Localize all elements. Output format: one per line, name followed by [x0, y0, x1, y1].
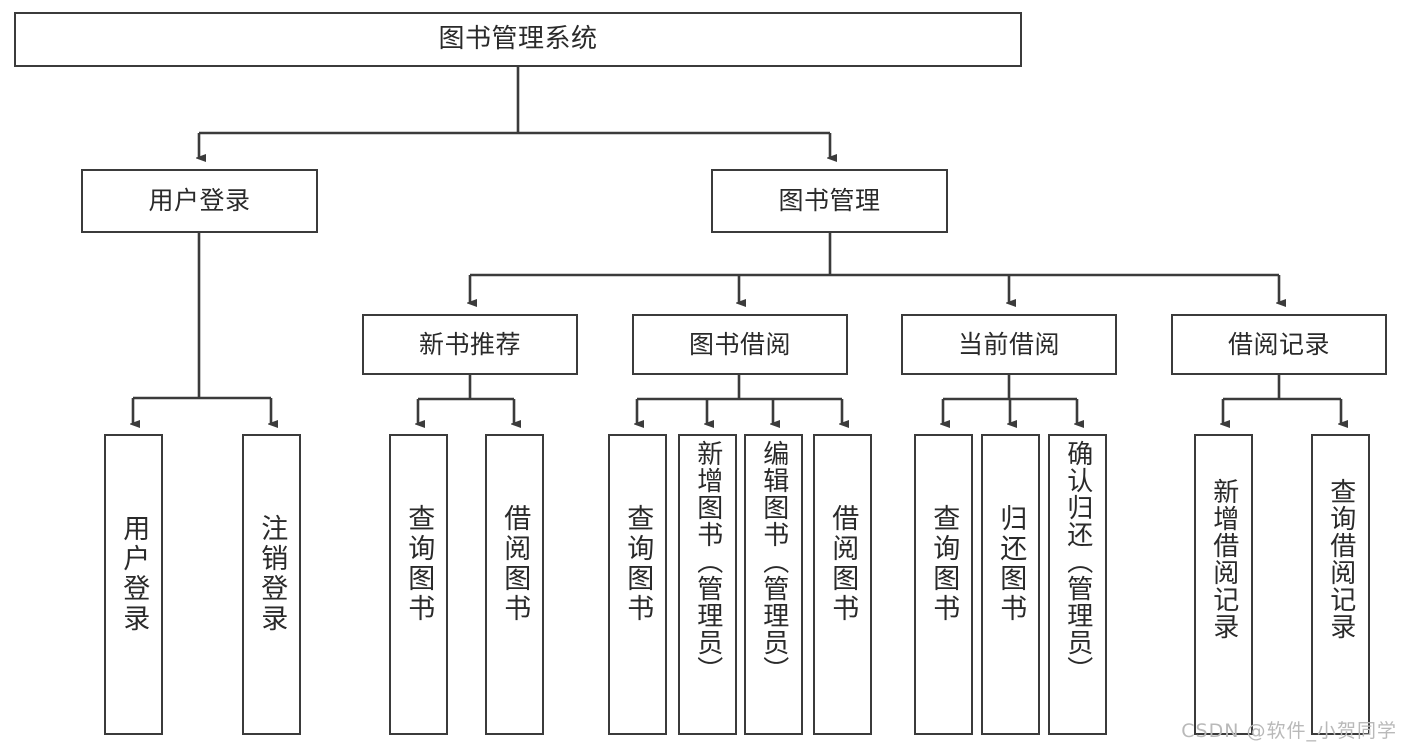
node-label: 用户登录 — [118, 514, 150, 634]
node-label: 借阅记录 — [1227, 329, 1330, 359]
node-label: 图书借阅 — [688, 329, 791, 359]
node-user-login[interactable]: 用户登录 — [81, 169, 318, 233]
node-label: 查询图书 — [622, 504, 654, 624]
node-label: 编辑图书（管理员） — [758, 440, 789, 683]
node-new-book-recommend[interactable]: 新书推荐 — [362, 314, 578, 375]
leaf-borrow-edit-book-admin[interactable]: 编辑图书（管理员） — [744, 434, 803, 735]
node-label: 查询图书 — [928, 504, 960, 624]
leaf-borrow-query-book[interactable]: 查询图书 — [608, 434, 667, 735]
node-label: 借阅图书 — [499, 504, 531, 624]
node-label: 新增图书（管理员） — [692, 440, 723, 683]
leaf-borrow-borrow-book[interactable]: 借阅图书 — [813, 434, 872, 735]
leaf-user-login-logout[interactable]: 注销登录 — [242, 434, 301, 735]
node-label: 查询借阅记录 — [1325, 478, 1356, 640]
leaf-recommend-borrow-book[interactable]: 借阅图书 — [485, 434, 544, 735]
leaf-record-query-record[interactable]: 查询借阅记录 — [1311, 434, 1370, 735]
leaf-current-return-book[interactable]: 归还图书 — [981, 434, 1040, 735]
node-label: 借阅图书 — [827, 504, 859, 624]
node-label: 注销登录 — [256, 514, 288, 634]
leaf-user-login-login[interactable]: 用户登录 — [104, 434, 163, 735]
leaf-current-query-book[interactable]: 查询图书 — [914, 434, 973, 735]
node-label: 用户登录 — [148, 186, 251, 216]
node-label: 新增借阅记录 — [1208, 478, 1239, 640]
leaf-record-add-record[interactable]: 新增借阅记录 — [1194, 434, 1253, 735]
leaf-current-confirm-return-admin[interactable]: 确认归还（管理员） — [1048, 434, 1107, 735]
node-label: 图书管理系统 — [438, 24, 598, 55]
node-label: 图书管理 — [778, 186, 881, 216]
node-book-management[interactable]: 图书管理 — [711, 169, 948, 233]
node-label: 归还图书 — [995, 504, 1027, 624]
node-book-borrow[interactable]: 图书借阅 — [632, 314, 848, 375]
node-label: 当前借阅 — [957, 329, 1060, 359]
watermark-text: CSDN @软件_小贺同学 — [1181, 720, 1397, 742]
leaf-borrow-add-book-admin[interactable]: 新增图书（管理员） — [678, 434, 737, 735]
node-borrow-record[interactable]: 借阅记录 — [1171, 314, 1387, 375]
node-current-borrow[interactable]: 当前借阅 — [901, 314, 1117, 375]
node-label: 新书推荐 — [418, 329, 521, 359]
leaf-recommend-query-book[interactable]: 查询图书 — [389, 434, 448, 735]
node-label: 查询图书 — [403, 504, 435, 624]
node-root-system[interactable]: 图书管理系统 — [14, 12, 1022, 67]
node-label: 确认归还（管理员） — [1062, 440, 1093, 683]
